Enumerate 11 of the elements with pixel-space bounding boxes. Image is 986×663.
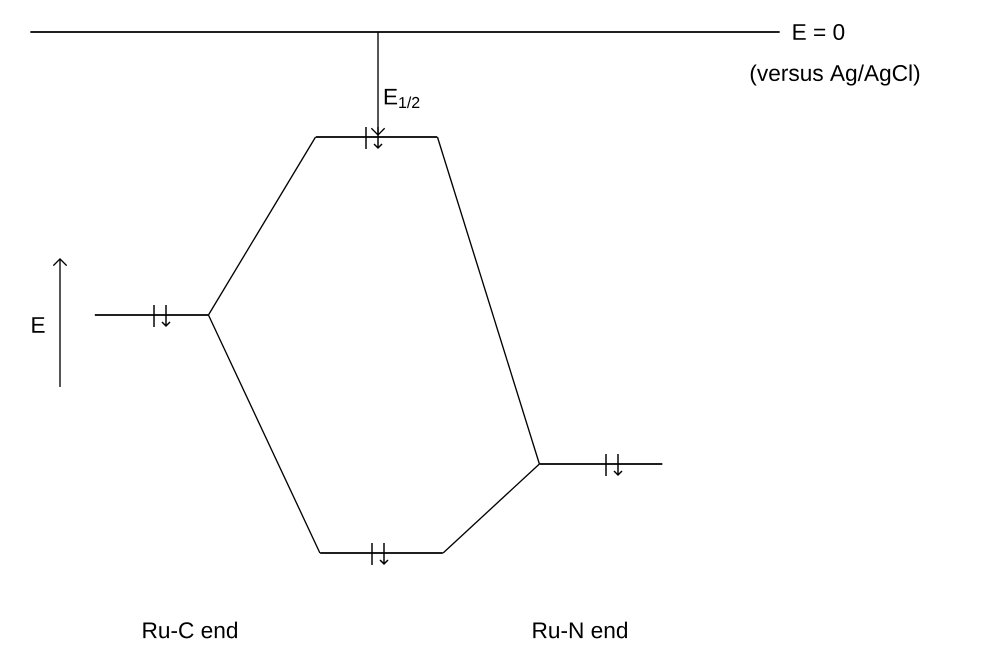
level-label: E = 0 <box>793 24 844 40</box>
axis-label: Ru-C end <box>143 622 237 638</box>
correlation-line <box>208 136 316 316</box>
correlation-line <box>442 464 540 554</box>
correlation-line <box>436 136 540 464</box>
arrow <box>370 32 386 136</box>
correlation-line <box>208 314 320 554</box>
axis-label: Ru-N end <box>533 622 627 638</box>
level-label: (versus Ag/AgCl) <box>750 64 920 86</box>
edge-label: E$_{1/2}$ <box>384 88 420 108</box>
axis-label: E <box>32 317 45 333</box>
